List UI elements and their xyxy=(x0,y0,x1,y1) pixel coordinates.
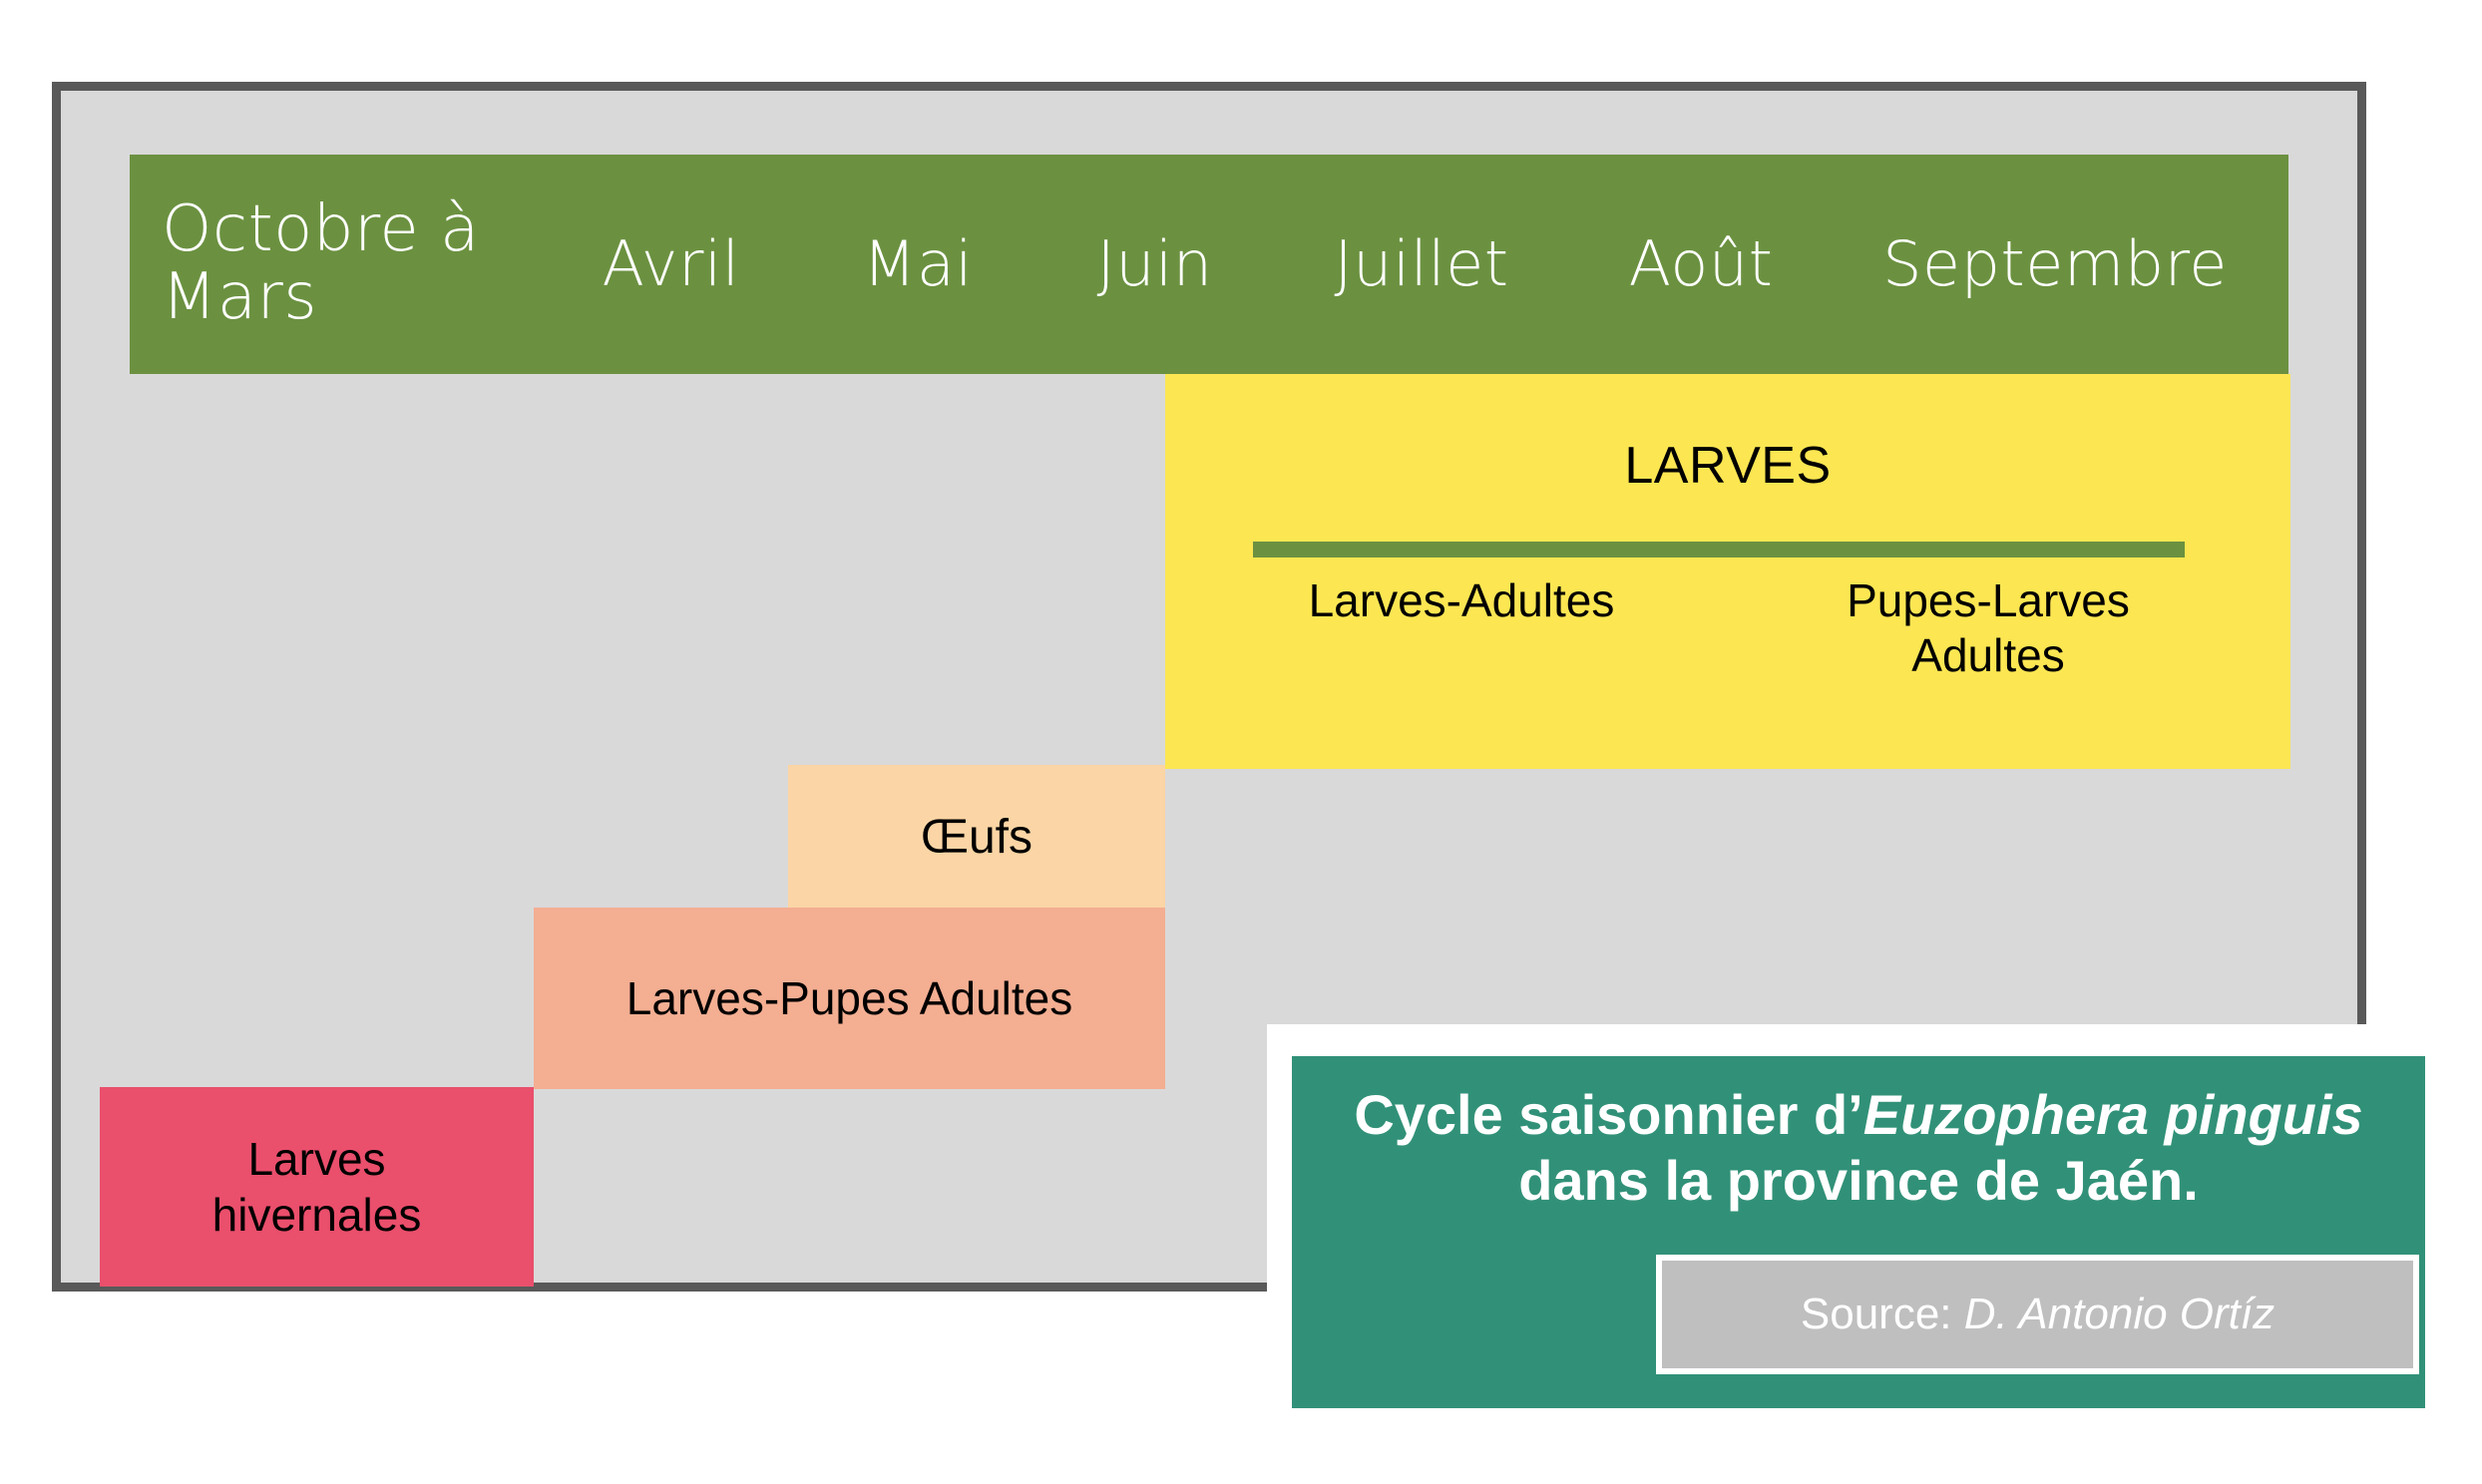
phase-block-larves-pupes-adultes: Larves-Pupes Adultes xyxy=(534,908,1165,1089)
caption-title: Cycle saisonnier d’Euzophera pinguis dan… xyxy=(1322,1082,2395,1214)
month-label-octobre-a-mars: Octobre à Mars xyxy=(162,192,480,334)
larves-divider-line xyxy=(1253,542,2185,557)
month-label-mai: Mai xyxy=(862,227,974,301)
caption-title-text-2: dans la province de Jaén. xyxy=(1518,1149,2199,1213)
larves-adultes-label: Larves-Adultes xyxy=(1308,574,1615,626)
source-author-name: D. Antonio Ortíz xyxy=(1963,1290,2275,1338)
month-label-avril: Avril xyxy=(602,227,740,301)
phase-block-larves: LARVES Larves-Adultes Pupes-Larves Adult… xyxy=(1165,374,2290,769)
source-label: Source: xyxy=(1800,1290,1964,1338)
oeufs-label: Œufs xyxy=(920,811,1034,864)
larves-hivernales-label: Larves hivernales xyxy=(211,1132,422,1241)
larves-title: LARVES xyxy=(1624,437,1832,495)
source-box: Source: D. Antonio Ortíz xyxy=(1656,1255,2419,1374)
caption-species-epithet: pinguis xyxy=(2164,1083,2363,1146)
month-header-row: Octobre à Mars Avril Mai Juin Juillet Ao… xyxy=(130,155,2288,374)
phase-block-oeufs: Œufs xyxy=(788,765,1165,910)
month-label-juin: Juin xyxy=(1096,227,1213,301)
phase-block-larves-hivernales: Larves hivernales xyxy=(100,1087,534,1287)
month-label-septembre: Septembre xyxy=(1882,227,2228,301)
caption-title-text-1: Cycle saisonnier d’ xyxy=(1354,1083,1863,1146)
pupes-larves-adultes-label: Pupes-Larves Adultes xyxy=(1847,574,2130,682)
caption-card: Cycle saisonnier d’Euzophera pinguis dan… xyxy=(1292,1056,2425,1408)
source-text: Source: D. Antonio Ortíz xyxy=(1801,1290,2275,1339)
larves-pupes-adultes-label: Larves-Pupes Adultes xyxy=(625,972,1073,1024)
month-label-aout: Août xyxy=(1628,227,1774,301)
month-label-juillet: Juillet xyxy=(1334,227,1509,301)
caption-species-genus: Euzophera xyxy=(1862,1083,2150,1146)
